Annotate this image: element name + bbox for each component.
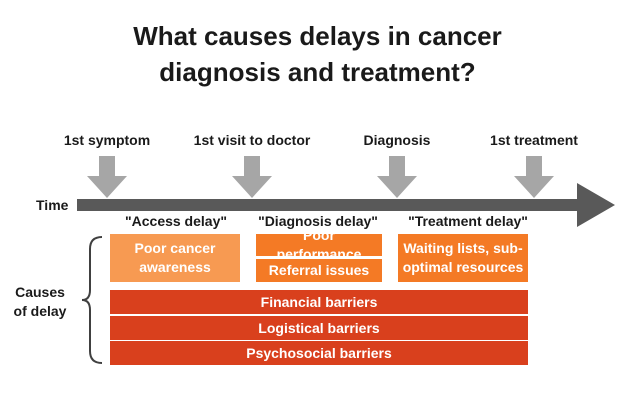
cause-box-financial-barriers: Financial barriers [110,290,528,314]
time-label: Time [36,197,69,213]
down-arrow-icon [514,156,554,198]
curly-brace-icon [81,236,103,364]
cause-text-waiting-lists: Waiting lists, sub- optimal resources [402,240,524,275]
milestone-label-diagnosis: Diagnosis [363,132,431,148]
time-arrow-icon [77,183,615,227]
cause-text-poor-performance: Poor performance [276,227,362,262]
down-arrow-icon [232,156,272,198]
delay-label-diagnosis: "Diagnosis delay" [258,213,378,229]
cause-box-logistical-barriers: Logistical barriers [110,316,528,340]
milestone-label-1st-symptom: 1st symptom [63,132,151,148]
cause-box-referral-issues: Referral issues [256,259,382,282]
cause-text-referral-issues: Referral issues [268,262,370,278]
causes-of-delay-label: Causes of delay [10,283,70,321]
cause-text-financial-barriers: Financial barriers [260,293,378,310]
down-arrow-icon [377,156,417,198]
cause-text-logistical-barriers: Logistical barriers [258,319,380,336]
cause-box-access: Poor cancer awareness [110,234,240,282]
cause-text-poor-cancer-awareness: Poor cancer awareness [134,240,216,275]
cause-text-psychosocial-barriers: Psychosocial barriers [246,344,392,361]
down-arrow-icon [87,156,127,198]
cause-box-poor-performance: Poor performance [256,227,382,262]
title-line-1: What causes delays in cancer [133,21,502,51]
cause-box-treatment: Waiting lists, sub- optimal resources [398,234,528,282]
diagram-title: What causes delays in cancer diagnosis a… [0,18,635,90]
title-line-2: diagnosis and treatment? [159,57,476,87]
cause-box-psychosocial-barriers: Psychosocial barriers [110,341,528,365]
causes-of-delay-text: Causes of delay [13,284,67,319]
delay-label-treatment: "Treatment delay" [408,213,528,229]
delay-label-access: "Access delay" [124,213,228,229]
milestone-label-1st-treatment: 1st treatment [490,132,578,148]
milestone-label-1st-visit: 1st visit to doctor [193,132,311,148]
